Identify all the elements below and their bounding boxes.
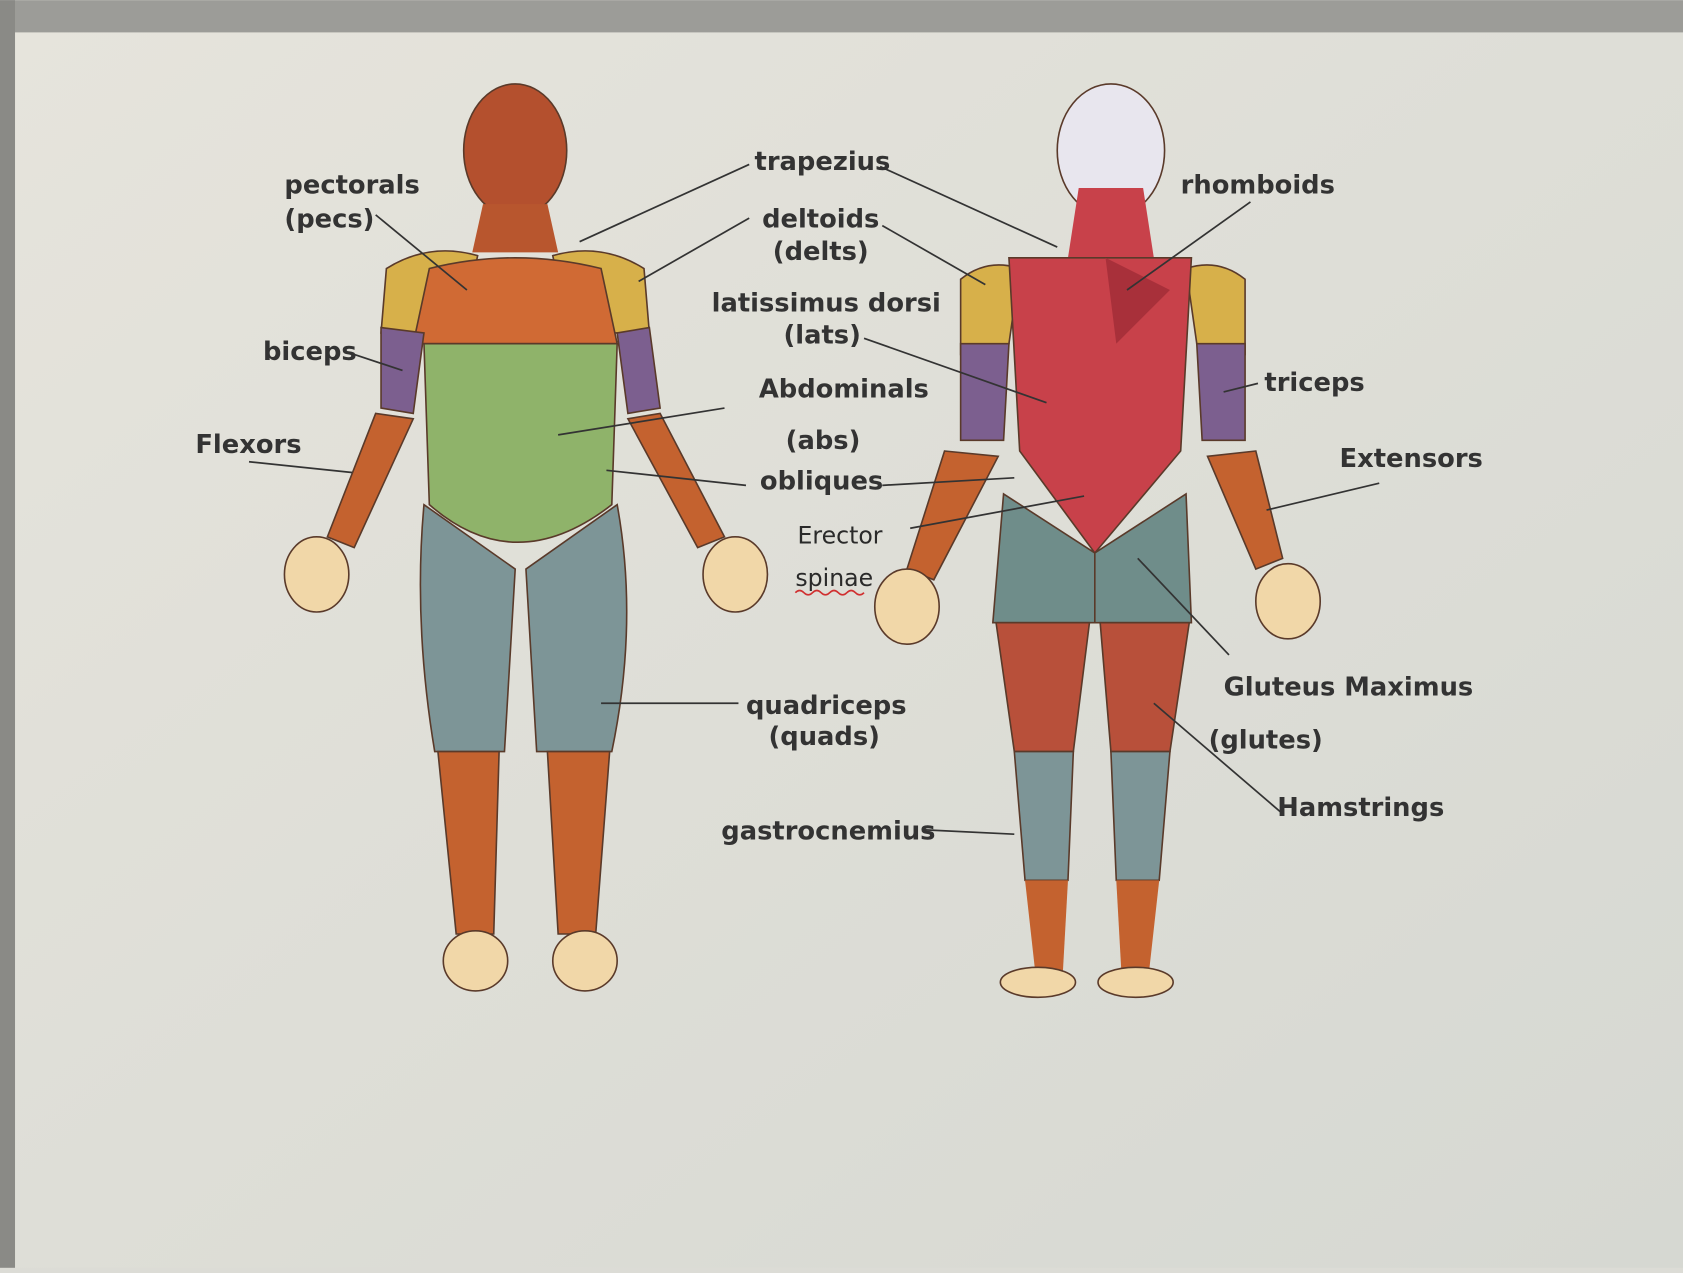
leader-obliques-front bbox=[606, 469, 747, 487]
pectoral-muscles bbox=[412, 256, 619, 345]
back-ankle-right bbox=[1116, 880, 1160, 977]
label-gastrocnemius: gastrocnemius bbox=[721, 817, 935, 847]
front-head bbox=[462, 83, 568, 218]
label-abdominals: Abdominals bbox=[759, 374, 929, 404]
label-latissimus-dorsi: latissimus dorsi bbox=[712, 288, 941, 318]
screen-top-bezel bbox=[0, 0, 1683, 33]
spellcheck-underline bbox=[794, 589, 865, 596]
label-biceps: biceps bbox=[263, 337, 357, 367]
back-forearm-left bbox=[905, 450, 1000, 581]
leader-deltoids-back bbox=[881, 224, 986, 286]
leader-deltoids-front bbox=[638, 217, 750, 283]
leader-biceps bbox=[353, 353, 403, 372]
front-hand-left bbox=[283, 536, 350, 613]
label-pecs: (pecs) bbox=[284, 205, 374, 235]
label-extensors: Extensors bbox=[1340, 444, 1483, 474]
front-forearm-right bbox=[626, 412, 726, 549]
leader-trapezius-front bbox=[579, 163, 750, 243]
front-biceps-right bbox=[616, 326, 662, 415]
labels: pectorals (pecs) biceps Flexors trapeziu… bbox=[195, 147, 1483, 847]
front-quadriceps-right bbox=[525, 503, 628, 753]
front-foot-left bbox=[442, 929, 509, 992]
label-deltoids: deltoids bbox=[762, 205, 879, 235]
leader-gluteus bbox=[1137, 557, 1230, 656]
leader-gastrocnemius bbox=[925, 829, 1015, 836]
label-glutes: (glutes) bbox=[1209, 725, 1323, 755]
leader-erector-spinae bbox=[910, 495, 1085, 530]
back-forearm-right bbox=[1206, 450, 1284, 571]
trapezius-latissimus bbox=[1008, 256, 1193, 555]
leader-lines bbox=[248, 163, 1380, 836]
front-hand-right bbox=[702, 536, 769, 613]
front-forearm-left bbox=[326, 412, 415, 549]
label-rhomboids: rhomboids bbox=[1181, 170, 1335, 200]
front-foot-right bbox=[551, 929, 618, 992]
label-triceps: triceps bbox=[1264, 368, 1364, 398]
back-figure bbox=[873, 83, 1322, 999]
gastrocnemius-right bbox=[1110, 750, 1171, 882]
gastrocnemius-left bbox=[1013, 750, 1075, 882]
leader-rhomboids bbox=[1126, 201, 1251, 291]
label-quadriceps: quadriceps bbox=[746, 691, 907, 721]
back-hand-left bbox=[873, 568, 940, 646]
label-pectorals: pectorals bbox=[284, 170, 419, 200]
label-obliques: obliques bbox=[760, 467, 883, 497]
leader-extensors bbox=[1266, 482, 1380, 511]
rhomboid-muscle bbox=[1105, 257, 1170, 344]
label-gluteus-maximus: Gluteus Maximus bbox=[1224, 673, 1474, 703]
leader-pectorals bbox=[375, 214, 468, 291]
leader-trapezius-back bbox=[879, 165, 1058, 248]
leader-lats bbox=[863, 337, 1047, 404]
back-foot-left bbox=[999, 966, 1077, 999]
front-neck bbox=[472, 204, 559, 253]
label-flexors: Flexors bbox=[195, 430, 301, 460]
leader-obliques-back bbox=[882, 476, 1015, 487]
front-shin-left bbox=[437, 750, 500, 935]
leader-abdominals bbox=[558, 407, 725, 436]
leader-hamstrings bbox=[1153, 702, 1284, 815]
back-deltoid-right bbox=[1185, 264, 1246, 356]
back-ankle-left bbox=[1025, 880, 1068, 977]
back-hand-right bbox=[1255, 562, 1322, 640]
label-spinae: spinae bbox=[795, 564, 873, 592]
label-abs: (abs) bbox=[786, 426, 861, 456]
label-hamstrings: Hamstrings bbox=[1277, 793, 1444, 823]
label-trapezius: trapezius bbox=[755, 147, 891, 177]
label-quads: (quads) bbox=[769, 722, 880, 752]
leader-triceps bbox=[1223, 382, 1259, 393]
back-neck bbox=[1067, 188, 1154, 258]
back-foot-right bbox=[1097, 966, 1174, 999]
screen-left-bezel bbox=[0, 0, 16, 1268]
label-delts: (delts) bbox=[773, 237, 869, 267]
front-figure bbox=[283, 83, 769, 992]
leader-flexors bbox=[248, 460, 353, 474]
label-erector: Erector bbox=[797, 521, 882, 549]
back-triceps-left bbox=[959, 342, 1010, 442]
label-lats: (lats) bbox=[784, 321, 861, 351]
abdominal-muscles bbox=[423, 342, 619, 543]
front-quadriceps-left bbox=[419, 503, 517, 753]
back-triceps-right bbox=[1195, 342, 1246, 442]
